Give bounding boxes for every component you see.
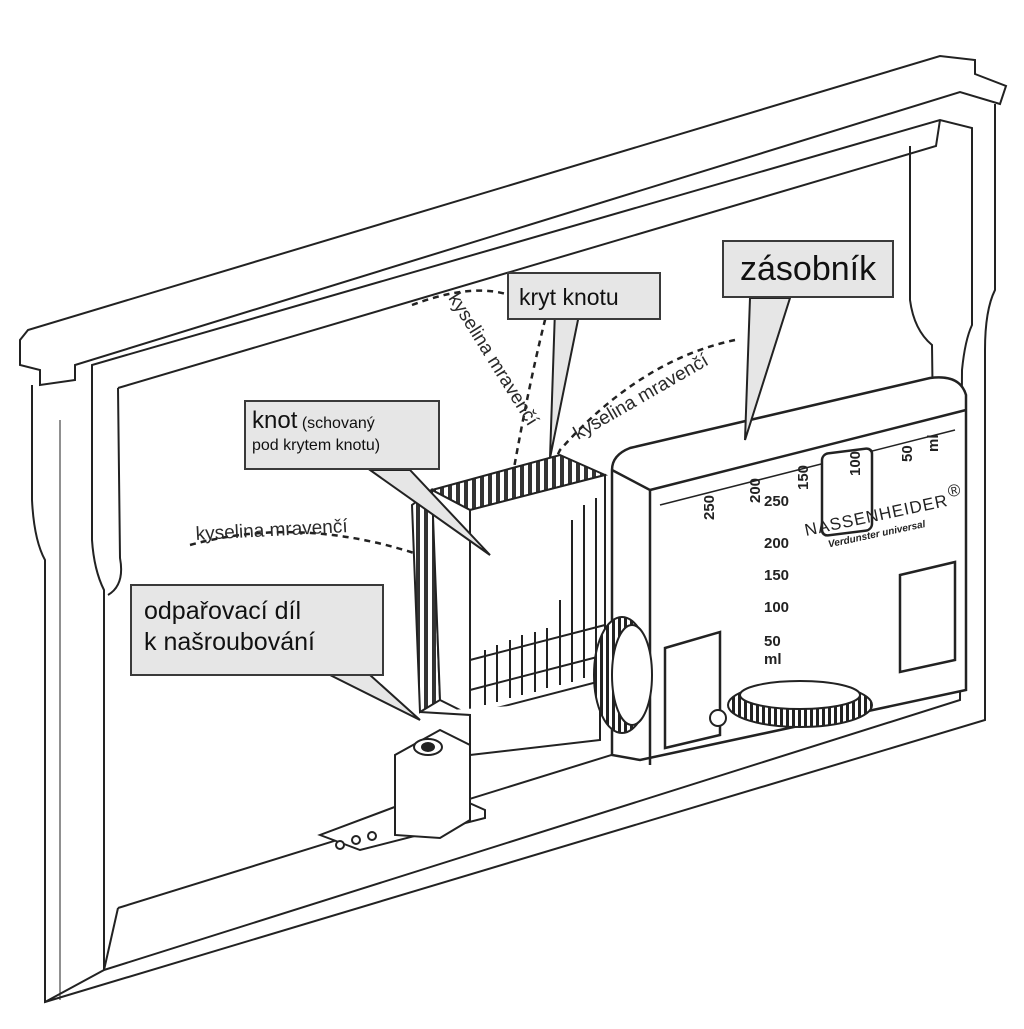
reservoir bbox=[610, 376, 968, 765]
callout-wick-note-2: pod krytem knotu) bbox=[252, 436, 381, 454]
svg-text:50: 50 bbox=[764, 633, 781, 650]
callout-wick-note-1: (schovaný bbox=[301, 415, 375, 432]
leader-lines bbox=[329, 297, 792, 721]
svg-text:200: 200 bbox=[764, 535, 789, 552]
callout-reservoir: zásobník bbox=[722, 240, 894, 298]
callout-evaporator-line-2: k našroubování bbox=[144, 628, 315, 657]
svg-text:150: 150 bbox=[764, 567, 789, 584]
svg-text:250: 250 bbox=[701, 495, 718, 520]
svg-text:250: 250 bbox=[764, 493, 789, 510]
gear-knob-left bbox=[593, 616, 653, 734]
svg-text:50: 50 bbox=[899, 445, 916, 462]
svg-text:ml: ml bbox=[764, 651, 782, 668]
screw-stand bbox=[317, 728, 486, 852]
callout-wick-cover-text: kryt knotu bbox=[519, 284, 619, 310]
svg-text:ml: ml bbox=[925, 434, 942, 452]
callout-wick-main: knot bbox=[252, 407, 298, 434]
svg-text:100: 100 bbox=[764, 599, 789, 616]
callout-evaporator-line-1: odpařovací díl bbox=[144, 597, 302, 625]
svg-text:150: 150 bbox=[795, 465, 812, 490]
callout-reservoir-text: zásobník bbox=[740, 250, 877, 288]
callout-wick: knot (schovaný pod krytem knotu) bbox=[244, 400, 440, 470]
svg-text:100: 100 bbox=[847, 451, 864, 476]
device-brand-mark: ® bbox=[946, 480, 963, 501]
scale-top: 250 200 150 100 50 ml bbox=[701, 434, 942, 520]
gear-knob-bottom bbox=[727, 680, 873, 728]
scale-side: 250 200 150 100 50 ml bbox=[764, 493, 789, 668]
callout-wick-cover: kryt knotu bbox=[507, 272, 661, 320]
svg-text:200: 200 bbox=[747, 478, 764, 503]
callout-evaporator: odpařovací díl k našroubování bbox=[130, 584, 384, 676]
